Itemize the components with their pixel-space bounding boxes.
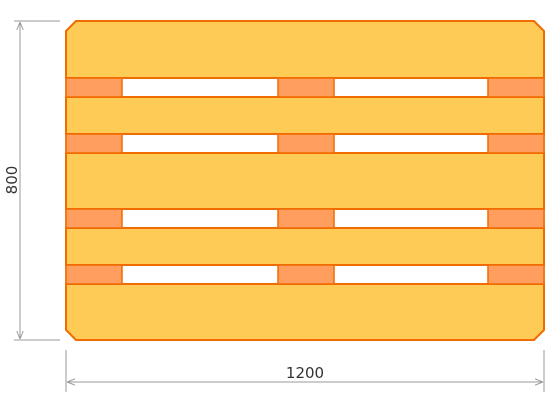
block xyxy=(487,77,545,98)
block xyxy=(65,208,123,229)
height-label: 800 xyxy=(3,166,21,195)
deck-board-center xyxy=(65,152,545,210)
block xyxy=(65,264,123,285)
deck-board-bottom xyxy=(65,283,545,341)
block xyxy=(277,264,335,285)
pallet-top-view xyxy=(65,20,545,341)
width-dimension: 1200 xyxy=(65,350,545,392)
deck-board-2 xyxy=(65,96,545,135)
block xyxy=(277,133,335,154)
block xyxy=(277,77,335,98)
blocks xyxy=(65,77,545,285)
block xyxy=(65,133,123,154)
block xyxy=(487,208,545,229)
block xyxy=(277,208,335,229)
block xyxy=(487,264,545,285)
height-dimension: 800 xyxy=(3,20,60,341)
block xyxy=(65,77,123,98)
deck-board-top xyxy=(65,20,545,79)
deck-board-4 xyxy=(65,227,545,266)
width-label: 1200 xyxy=(286,364,324,382)
block xyxy=(487,133,545,154)
